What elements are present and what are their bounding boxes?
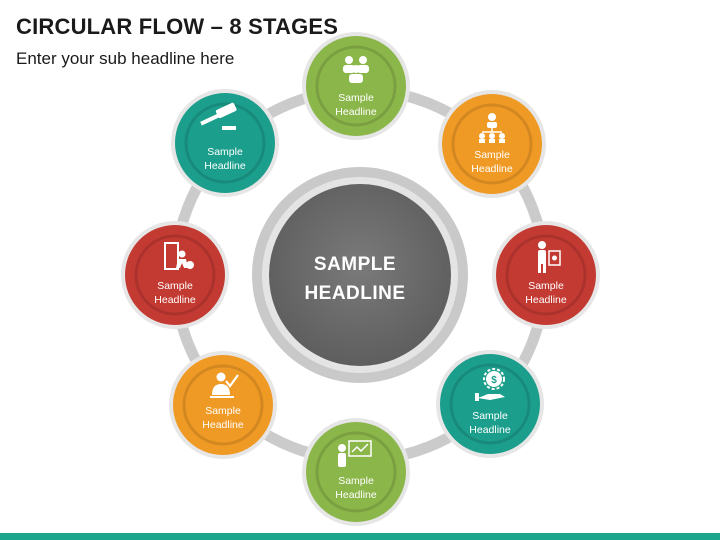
stage-6-label-line1: Sample xyxy=(205,405,241,417)
person-door-exit-icon xyxy=(164,242,194,270)
stage-1-label-line2: Headline xyxy=(335,106,377,118)
stage-5-label-line1: Sample xyxy=(338,475,374,487)
stage-5-node[interactable]: Sample Headline xyxy=(302,418,410,526)
stage-8-label-line1: Sample xyxy=(207,146,243,158)
stage-2-label-line2: Headline xyxy=(471,163,513,175)
presenter-board-icon xyxy=(538,241,561,273)
center-hub: SAMPLE HEADLINE xyxy=(252,167,468,383)
stage-1-node[interactable]: Sample Headline xyxy=(302,32,410,140)
stage-6-label-line2: Headline xyxy=(202,419,244,431)
slide-subtitle: Enter your sub headline here xyxy=(16,49,235,68)
person-checkmark-icon xyxy=(210,372,239,398)
stage-2-node[interactable]: Sample Headline xyxy=(438,90,546,198)
center-headline-line2: HEADLINE xyxy=(304,283,405,304)
stage-8-label-line2: Headline xyxy=(204,160,246,172)
stage-4-label-line1: Sample xyxy=(472,410,508,422)
stage-5-label-line2: Headline xyxy=(335,489,377,501)
people-group-icon xyxy=(343,56,369,83)
stage-4-label-line2: Headline xyxy=(469,424,511,436)
bottom-accent-bar xyxy=(0,533,720,540)
stage-7-label-line2: Headline xyxy=(154,294,196,306)
dollar-gear-hand-icon: $ xyxy=(475,368,505,401)
svg-text:$: $ xyxy=(491,375,497,386)
stage-3-node[interactable]: Sample Headline xyxy=(492,221,600,329)
stage-2-label-line1: Sample xyxy=(474,149,510,161)
center-headline-line1: SAMPLE xyxy=(314,254,396,275)
org-chart-icon xyxy=(479,113,505,143)
stage-3-label-line1: Sample xyxy=(528,280,564,292)
stage-4-node[interactable]: $ Sample Headline xyxy=(436,350,544,458)
presentation-chart-icon xyxy=(338,440,372,467)
stage-7-label-line1: Sample xyxy=(157,280,193,292)
gavel-icon xyxy=(200,102,237,130)
stage-8-node[interactable]: Sample Headline xyxy=(171,89,279,197)
stage-6-node[interactable]: Sample Headline xyxy=(169,351,277,459)
slide-title: CIRCULAR FLOW – 8 STAGES xyxy=(16,14,339,39)
stage-3-label-line2: Headline xyxy=(525,294,567,306)
stage-7-node[interactable]: Sample Headline xyxy=(121,221,229,329)
stage-1-label-line1: Sample xyxy=(338,92,374,104)
